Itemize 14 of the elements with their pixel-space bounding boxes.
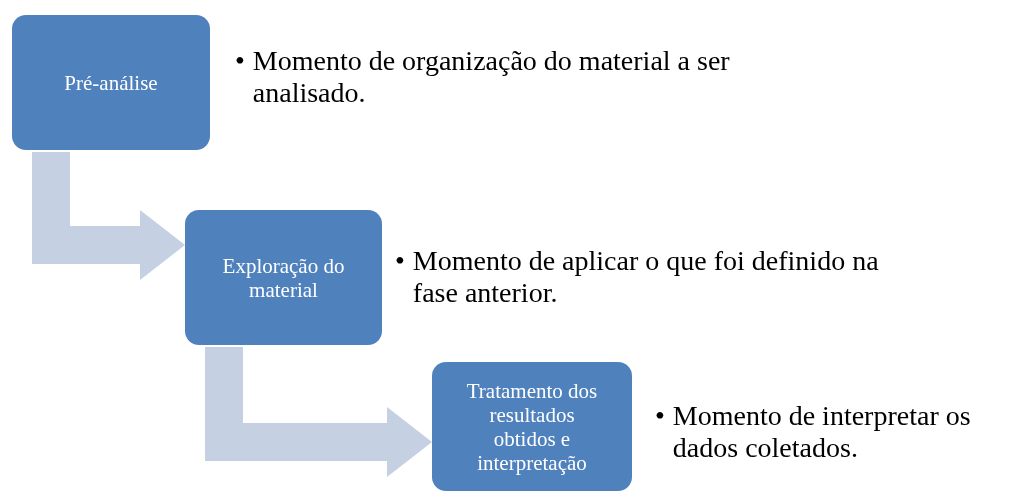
bullet-text: Momento de interpretar os dados coletados. [672, 400, 972, 464]
box-label: Exploração do material [221, 253, 346, 302]
bullet-mark: • [235, 45, 245, 78]
bullet-text: Momento de aplicar o que foi definido na fase anterior. [412, 245, 880, 309]
bullet-mark: • [395, 245, 405, 278]
bent-arrow [205, 347, 432, 477]
process-box [432, 362, 632, 491]
process-box [12, 15, 210, 150]
bullet-mark: • [655, 400, 665, 433]
process-box [185, 210, 382, 345]
bullet-text: Momento de organização do material a ser analisado. [252, 45, 731, 109]
box-label: Pré-análise [64, 70, 158, 95]
bent-arrow [32, 152, 185, 280]
box-label: Tratamento dos resultados obtidos e interpretação [465, 378, 599, 475]
